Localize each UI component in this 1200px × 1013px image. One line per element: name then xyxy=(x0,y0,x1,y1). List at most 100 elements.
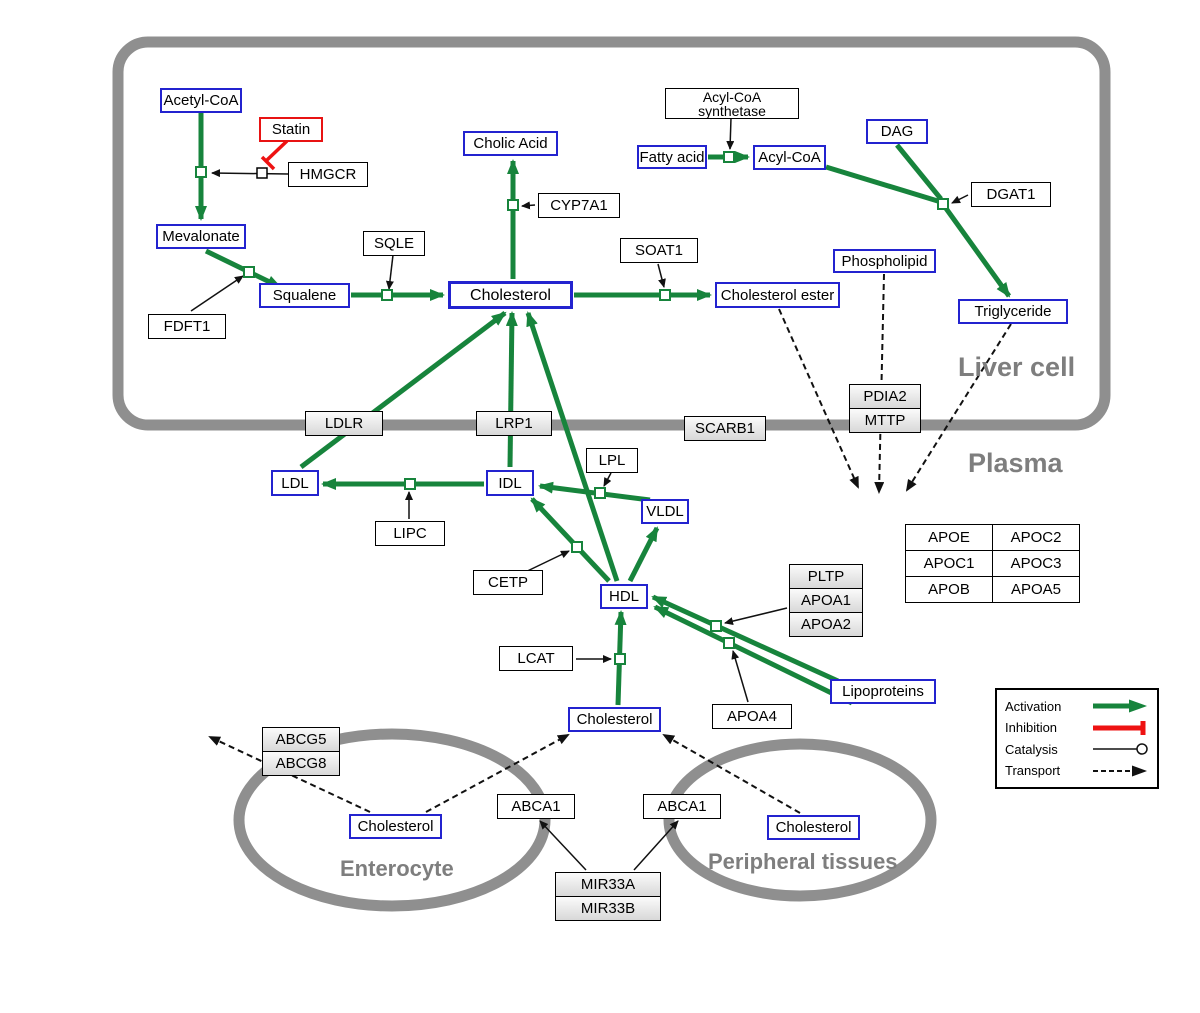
node-cetp[interactable]: CETP xyxy=(473,570,543,595)
peripheral-tissues-membrane xyxy=(663,738,937,902)
transport-dashed-arrow-icon xyxy=(1093,765,1147,777)
edge-hdl-vldl xyxy=(627,526,660,583)
edge-mir33-abca1-right xyxy=(633,820,679,871)
edge-soat1-catalysis xyxy=(657,263,666,288)
node-vldl[interactable]: VLDL xyxy=(641,499,689,524)
node-apoa4[interactable]: APOA4 xyxy=(712,704,792,729)
enterocyte-label: Enterocyte xyxy=(340,856,454,881)
legend-activation-label: Activation xyxy=(1005,698,1062,714)
node-scarb1[interactable]: SCARB1 xyxy=(684,416,766,441)
apo-cell[interactable]: APOB xyxy=(905,576,993,603)
node-acetyl-coa[interactable]: Acetyl-CoA xyxy=(160,88,242,113)
node-hdl[interactable]: HDL xyxy=(600,584,648,609)
node-fdft1[interactable]: FDFT1 xyxy=(148,314,226,339)
anchor-fdft1-reaction xyxy=(243,266,255,278)
transport-edges xyxy=(208,273,1012,814)
node-idl[interactable]: IDL xyxy=(486,470,534,496)
node-abca1-enterocyte[interactable]: ABCA1 xyxy=(497,794,575,819)
node-mttp[interactable]: MTTP xyxy=(849,408,921,433)
node-lipc[interactable]: LIPC xyxy=(375,521,445,546)
node-apoa1[interactable]: APOA1 xyxy=(789,588,863,613)
anchor-pltp-reaction xyxy=(710,620,722,632)
liver-cell-label: Liver cell xyxy=(958,352,1076,382)
anchor-statin-target xyxy=(256,167,268,179)
edge-idl-cholesterol-uptake xyxy=(505,311,518,468)
node-cholesterol-liver[interactable]: Cholesterol xyxy=(448,281,573,309)
node-lpl[interactable]: LPL xyxy=(586,448,638,473)
edge-acylcoa-junction xyxy=(825,164,942,205)
node-cholic-acid[interactable]: Cholic Acid xyxy=(463,131,558,156)
node-soat1[interactable]: SOAT1 xyxy=(620,238,698,263)
node-acyl-coa-synthetase[interactable]: Acyl-CoA synthetase xyxy=(665,88,799,119)
edge-mir33-abca1-left xyxy=(539,820,587,871)
edge-hdl-cholesterol-uptake xyxy=(525,311,620,582)
node-lcat[interactable]: LCAT xyxy=(499,646,573,671)
node-dgat1[interactable]: DGAT1 xyxy=(971,182,1051,207)
edge-junction-triglyceride xyxy=(942,205,1012,298)
apo-cell[interactable]: APOC3 xyxy=(992,550,1080,577)
node-abcg8[interactable]: ABCG8 xyxy=(262,751,340,776)
node-mevalonate[interactable]: Mevalonate xyxy=(156,224,246,249)
statin-inhibition-tbar xyxy=(260,155,276,171)
node-fatty-acid[interactable]: Fatty acid xyxy=(637,145,707,169)
anchor-dgat1-reaction xyxy=(937,198,949,210)
anchor-apoa4-reaction xyxy=(723,637,735,649)
node-statin[interactable]: Statin xyxy=(259,117,323,142)
edge-enterocyte-cholesterol-efflux xyxy=(425,734,570,813)
node-pltp[interactable]: PLTP xyxy=(789,564,863,589)
edge-lpl-catalysis xyxy=(603,472,612,487)
legend: Activation Inhibition Catalysis Transpor… xyxy=(995,688,1159,789)
node-acyl-coa[interactable]: Acyl-CoA xyxy=(753,145,826,170)
legend-catalysis-label: Catalysis xyxy=(1005,741,1058,757)
anchor-acylcoa-reaction xyxy=(723,151,735,163)
apolipoprotein-table: APOE APOC2 APOC1 APOC3 APOB APOA5 xyxy=(905,524,1080,603)
node-phospholipid[interactable]: Phospholipid xyxy=(833,249,936,273)
node-cholesterol-enterocyte[interactable]: Cholesterol xyxy=(349,814,442,839)
edge-peripheral-cholesterol-efflux xyxy=(662,734,801,814)
apo-cell[interactable]: APOA5 xyxy=(992,576,1080,603)
apo-cell[interactable]: APOC1 xyxy=(905,550,993,577)
node-mir33a[interactable]: MIR33A xyxy=(555,872,661,897)
edge-apoa4-catalysis xyxy=(731,650,749,703)
node-apoa2[interactable]: APOA2 xyxy=(789,612,863,637)
node-pdia2[interactable]: PDIA2 xyxy=(849,384,921,409)
node-cholesterol-ester[interactable]: Cholesterol ester xyxy=(715,282,840,308)
node-cholesterol-plasma[interactable]: Cholesterol xyxy=(568,707,661,732)
node-ldlr[interactable]: LDLR xyxy=(305,411,383,436)
node-hmgcr[interactable]: HMGCR xyxy=(288,162,368,187)
node-sqle[interactable]: SQLE xyxy=(363,231,425,256)
edge-dgat1-catalysis xyxy=(951,194,969,204)
node-cholesterol-peripheral[interactable]: Cholesterol xyxy=(767,815,860,840)
node-abcg5[interactable]: ABCG5 xyxy=(262,727,340,752)
apo-cell[interactable]: APOE xyxy=(905,524,993,551)
legend-transport: Transport xyxy=(1005,762,1149,780)
anchor-soat1-reaction xyxy=(659,289,671,301)
inhibition-tbar-icon xyxy=(1093,720,1146,735)
node-dag[interactable]: DAG xyxy=(866,119,928,144)
edge-cholesterolester-secretion xyxy=(778,308,859,489)
node-mir33b[interactable]: MIR33B xyxy=(555,896,661,921)
activation-edges xyxy=(195,113,1012,706)
legend-inhibition-label: Inhibition xyxy=(1005,720,1058,736)
anchor-cetp-reaction xyxy=(571,541,583,553)
node-ldl[interactable]: LDL xyxy=(271,470,319,496)
activation-arrow-icon xyxy=(1093,699,1147,713)
anchor-hmgcr-reaction xyxy=(195,166,207,178)
node-triglyceride[interactable]: Triglyceride xyxy=(958,299,1068,324)
edge-hdl-idl xyxy=(530,497,611,583)
reaction-anchors xyxy=(195,151,949,665)
anchor-cyp7a1-reaction xyxy=(507,199,519,211)
node-squalene[interactable]: Squalene xyxy=(259,283,350,308)
peripheral-tissues-label: Peripheral tissues xyxy=(708,849,898,874)
node-cyp7a1[interactable]: CYP7A1 xyxy=(538,193,620,218)
anchor-lpl-reaction xyxy=(594,487,606,499)
node-lipoproteins[interactable]: Lipoproteins xyxy=(830,679,936,704)
legend-catalysis: Catalysis xyxy=(1005,740,1149,758)
anchor-lcat-reaction xyxy=(614,653,626,665)
edge-lipoproteins-hdl-lower xyxy=(653,604,854,706)
node-abca1-peripheral[interactable]: ABCA1 xyxy=(643,794,721,819)
node-lrp1[interactable]: LRP1 xyxy=(476,411,552,436)
apo-cell[interactable]: APOC2 xyxy=(992,524,1080,551)
